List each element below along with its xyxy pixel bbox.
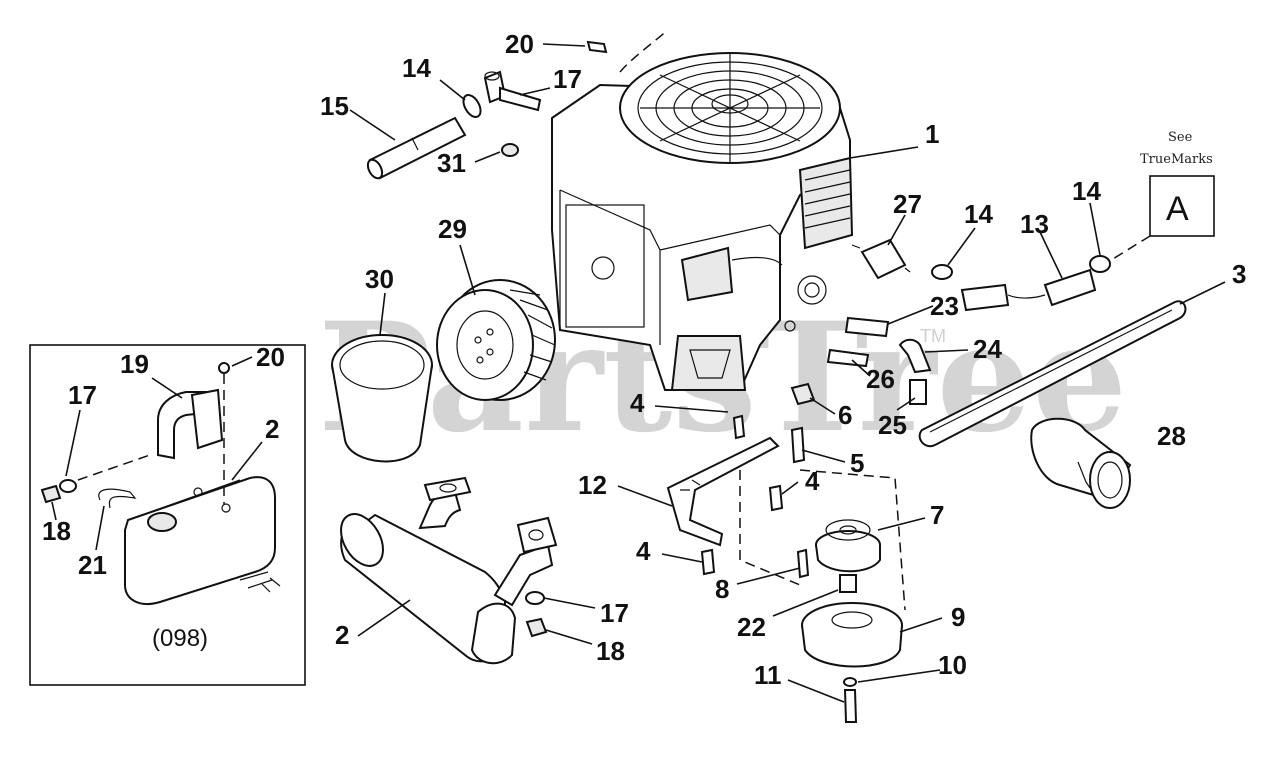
key-part-8[interactable] xyxy=(796,548,810,579)
inset-screw-20[interactable] xyxy=(218,362,230,374)
bolt-part-5[interactable] xyxy=(790,426,806,464)
callout-30[interactable]: 30 xyxy=(365,264,394,294)
oil-filter-part-28[interactable] xyxy=(1030,417,1132,509)
fitting-part-31[interactable] xyxy=(501,143,519,157)
callout-11[interactable]: 11 xyxy=(754,660,782,690)
callout-9[interactable]: 9 xyxy=(951,602,965,632)
callout-29[interactable]: 29 xyxy=(438,214,467,244)
callout-7[interactable]: 7 xyxy=(930,500,944,530)
callout-18-inset[interactable]: 18 xyxy=(42,516,71,546)
callout-8[interactable]: 8 xyxy=(715,574,729,604)
watermark-trademark: TM xyxy=(920,326,946,346)
assembly-dash-right xyxy=(799,469,906,611)
fuel-filter-part-27[interactable] xyxy=(851,238,911,280)
callout-14-mid[interactable]: 14 xyxy=(964,199,993,229)
fitting-part-26[interactable] xyxy=(826,348,870,368)
elbow-part-24[interactable] xyxy=(898,338,932,374)
fitting-part-23[interactable] xyxy=(844,316,890,338)
callout-21[interactable]: 21 xyxy=(78,550,107,580)
screw-part-20[interactable] xyxy=(586,40,608,54)
gasket-part-17[interactable] xyxy=(525,591,545,605)
callout-1[interactable]: 1 xyxy=(925,119,939,149)
hose-part-15[interactable] xyxy=(365,116,467,181)
callout-6[interactable]: 6 xyxy=(838,400,852,430)
inset-dash-17 xyxy=(77,454,151,481)
clamp-part-14-top[interactable] xyxy=(460,92,484,120)
callout-10[interactable]: 10 xyxy=(938,650,967,680)
inset-muffler[interactable] xyxy=(124,476,276,605)
callout-15[interactable]: 15 xyxy=(320,91,349,121)
fitting-part-17-top[interactable] xyxy=(483,70,542,112)
callout-14-right[interactable]: 14 xyxy=(1072,176,1101,206)
screw-part-4-low[interactable] xyxy=(700,548,716,576)
reference-note-line1: See xyxy=(1168,130,1193,145)
callout-31[interactable]: 31 xyxy=(437,148,466,178)
bolt-part-11[interactable] xyxy=(843,689,858,723)
callout-26[interactable]: 26 xyxy=(866,364,895,394)
inset-nut-18[interactable] xyxy=(40,484,62,504)
hose-part-13[interactable] xyxy=(960,268,1097,312)
callout-23[interactable]: 23 xyxy=(930,291,959,321)
spacer-part-22[interactable] xyxy=(839,574,857,593)
callout-22[interactable]: 22 xyxy=(737,612,766,642)
callout-20-inset[interactable]: 20 xyxy=(256,342,285,372)
inset-gasket-17[interactable] xyxy=(59,479,77,493)
belt-part-3[interactable] xyxy=(918,300,1187,448)
bracket-part-12[interactable] xyxy=(666,436,780,547)
callout-27[interactable]: 27 xyxy=(893,189,922,219)
washer-part-10[interactable] xyxy=(843,677,857,687)
callout-17-main[interactable]: 17 xyxy=(600,598,629,628)
inset-box xyxy=(29,344,306,686)
callout-4-low[interactable]: 4 xyxy=(636,536,651,566)
air-filter-part-29[interactable] xyxy=(436,279,556,401)
reference-box-a[interactable] xyxy=(1149,175,1215,237)
callout-17-top[interactable]: 17 xyxy=(553,64,582,94)
screw-part-4-mid[interactable] xyxy=(768,484,784,512)
callout-12[interactable]: 12 xyxy=(578,470,607,500)
callout-2-inset[interactable]: 2 xyxy=(265,414,279,444)
leader-lines xyxy=(51,43,1226,703)
callout-4-mid[interactable]: 4 xyxy=(805,466,820,496)
pulley-part-9[interactable] xyxy=(801,602,903,668)
reference-letter: A xyxy=(1166,190,1189,228)
engine-part-1[interactable] xyxy=(551,29,854,391)
inset-caption: (098) xyxy=(152,625,208,652)
callout-24[interactable]: 24 xyxy=(973,334,1002,364)
callout-25[interactable]: 25 xyxy=(878,410,907,440)
clamp-part-14-right[interactable] xyxy=(1089,255,1111,273)
callout-20-top[interactable]: 20 xyxy=(505,29,534,59)
callout-4-top[interactable]: 4 xyxy=(630,388,645,418)
callout-13[interactable]: 13 xyxy=(1020,209,1049,239)
pulley-part-7[interactable] xyxy=(815,519,881,573)
inset-clamp-21[interactable] xyxy=(98,488,137,509)
clamp-part-14-mid[interactable] xyxy=(931,264,953,280)
callout-2-main[interactable]: 2 xyxy=(335,620,349,650)
callout-14-top[interactable]: 14 xyxy=(402,53,431,83)
inset-exhaust-pipe[interactable] xyxy=(157,388,224,460)
muffler-part-2[interactable] xyxy=(332,476,558,665)
callout-3[interactable]: 3 xyxy=(1232,259,1246,289)
callout-17-inset[interactable]: 17 xyxy=(68,380,97,410)
callout-28[interactable]: 28 xyxy=(1157,421,1186,451)
nut-part-18[interactable] xyxy=(525,617,548,638)
callout-19[interactable]: 19 xyxy=(120,349,149,379)
callout-5[interactable]: 5 xyxy=(850,448,864,478)
assembly-dash-left xyxy=(739,470,801,586)
screw-part-4-top[interactable] xyxy=(732,414,746,440)
inset-hardware[interactable] xyxy=(239,571,281,593)
reference-leader xyxy=(1107,235,1151,263)
pre-cleaner-part-30[interactable] xyxy=(331,334,433,463)
callout-18-main[interactable]: 18 xyxy=(596,636,625,666)
reference-note-line2: TrueMarks xyxy=(1140,152,1213,167)
